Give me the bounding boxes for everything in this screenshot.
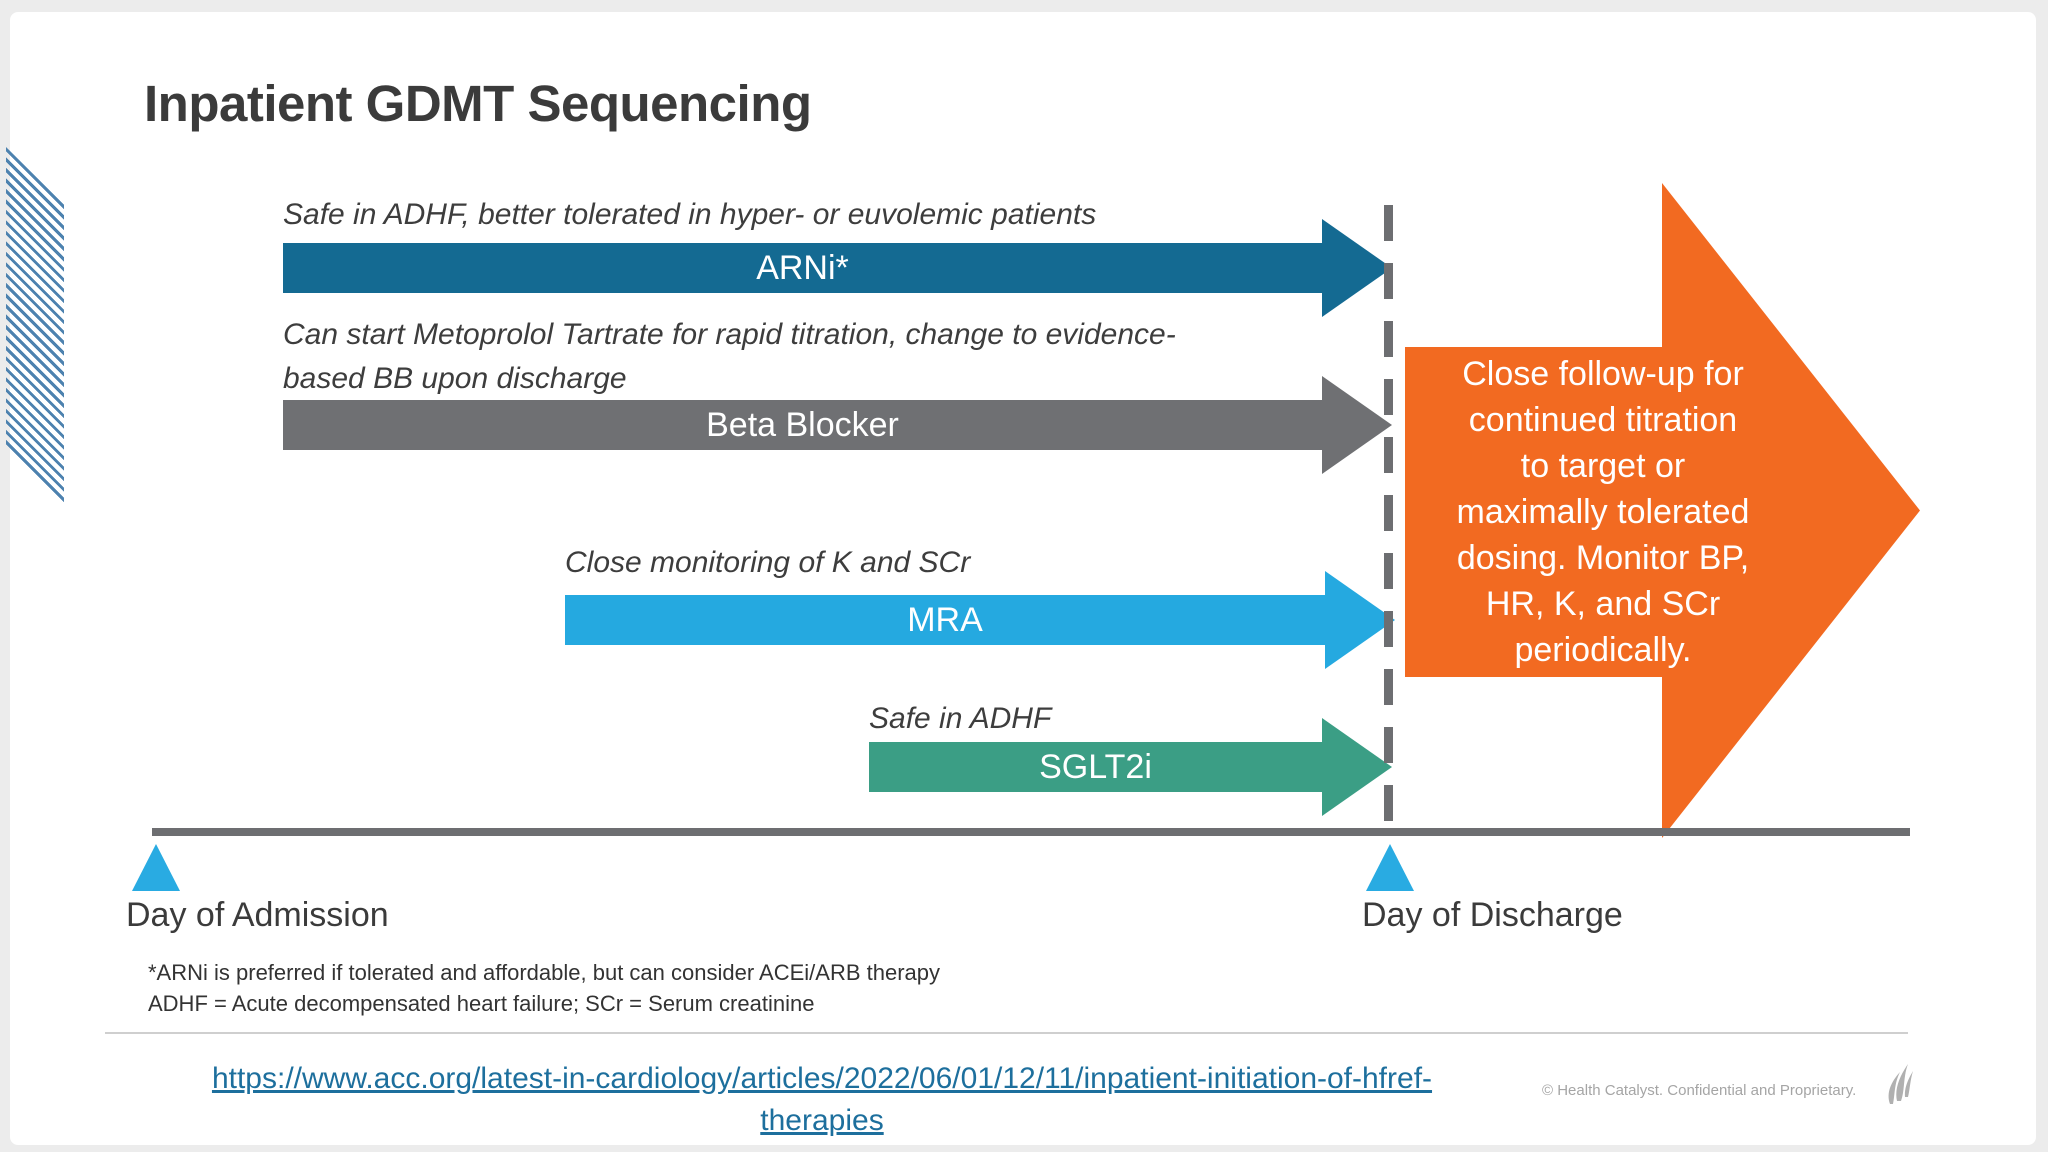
- footnote-abbreviations: ADHF = Acute decompensated heart failure…: [148, 991, 815, 1016]
- beta-blocker-arrowhead-icon: [1322, 376, 1392, 474]
- footer-divider: [105, 1032, 1908, 1034]
- sglt2i-arrowhead-icon: [1322, 718, 1392, 816]
- source-link[interactable]: https://www.acc.org/latest-in-cardiology…: [122, 1058, 1522, 1142]
- timeline-axis: [152, 828, 1910, 836]
- admission-label: Day of Admission: [126, 896, 389, 934]
- arni-note: Safe in ADHF, better tolerated in hyper-…: [283, 198, 1097, 231]
- source-link-line2[interactable]: therapies: [760, 1104, 884, 1137]
- followup-arrow-body: [1405, 347, 1663, 677]
- followup-text-line: maximally tolerated: [1456, 493, 1750, 531]
- footnote-arni: *ARNi is preferred if tolerated and affo…: [148, 960, 941, 985]
- discharge-label: Day of Discharge: [1362, 896, 1623, 934]
- followup-text-line: continued titration: [1468, 401, 1738, 439]
- mra-arrow-label: MRA: [907, 600, 983, 639]
- arni-arrowhead-icon: [1322, 219, 1392, 317]
- mra-arrowhead-icon: [1325, 571, 1395, 669]
- beta-blocker-note-line1: Can start Metoprolol Tartrate for rapid …: [283, 318, 1176, 351]
- discharge-dashed-line: [1384, 205, 1393, 842]
- followup-text: Close follow-up for continued titration …: [1398, 347, 1808, 677]
- admission-marker-icon: [132, 844, 180, 891]
- copyright-text: © Health Catalyst. Confidential and Prop…: [1542, 1082, 1857, 1099]
- beta-blocker-arrow: Beta Blocker: [283, 400, 1322, 450]
- arni-arrow-label: ARNi*: [756, 248, 849, 287]
- sglt2i-arrow: SGLT2i: [869, 742, 1322, 792]
- slide-canvas: Inpatient GDMT Sequencing Safe in ADHF, …: [6, 12, 2036, 1145]
- health-catalyst-flame-logo-icon: [1888, 1064, 1913, 1104]
- arni-arrow: ARNi*: [283, 243, 1322, 293]
- mra-note: Close monitoring of K and SCr: [565, 546, 971, 579]
- beta-blocker-note-line2: based BB upon discharge: [283, 362, 627, 395]
- source-link-line1[interactable]: https://www.acc.org/latest-in-cardiology…: [211, 1062, 1433, 1095]
- followup-text-line: HR, K, and SCr: [1485, 585, 1721, 623]
- followup-text-line: Close follow-up for: [1462, 355, 1744, 393]
- followup-text-line: periodically.: [1514, 631, 1692, 669]
- sglt2i-arrow-label: SGLT2i: [1039, 747, 1152, 786]
- decorative-stripes: [6, 147, 64, 507]
- beta-blocker-arrow-label: Beta Blocker: [706, 405, 899, 444]
- slide-title: Inpatient GDMT Sequencing: [144, 75, 812, 132]
- mra-arrow: MRA: [565, 595, 1325, 645]
- followup-text-line: dosing. Monitor BP,: [1456, 539, 1750, 577]
- sglt2i-note: Safe in ADHF: [869, 702, 1052, 735]
- followup-text-line: to target or: [1520, 447, 1686, 485]
- discharge-marker-icon: [1366, 844, 1414, 891]
